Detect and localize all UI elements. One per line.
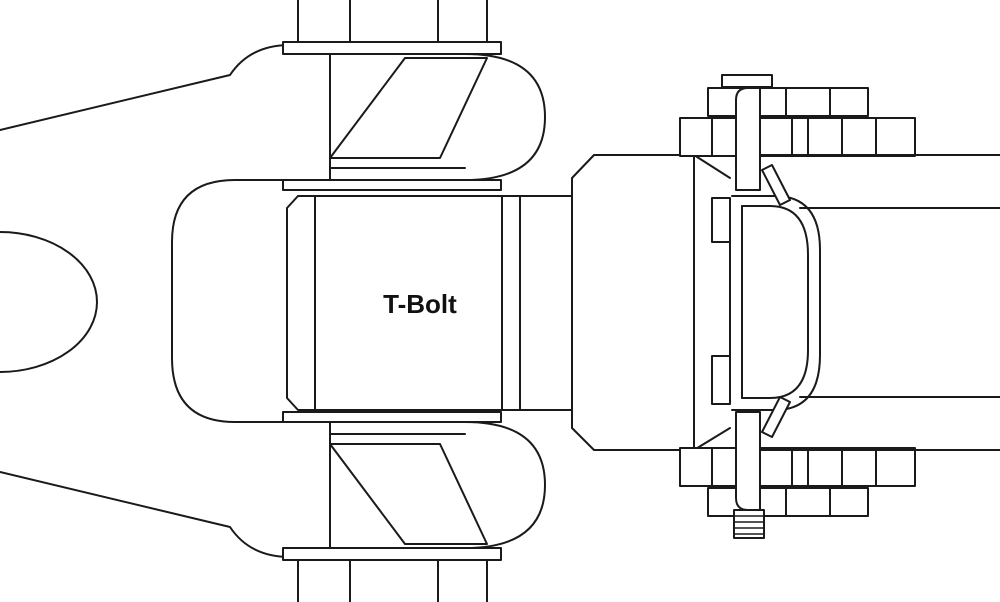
retaining-strap (711, 87, 821, 511)
top-hex-nut (679, 74, 916, 157)
threaded-stud (733, 509, 765, 539)
top-clevis-arm (282, 53, 546, 191)
top-pin-nut (282, 0, 502, 55)
cone-collar (571, 154, 731, 451)
bottom-hex-nut (679, 447, 916, 517)
bottom-pin-nut (282, 547, 502, 602)
bottom-clevis-arm (282, 411, 546, 549)
t-bolt-label: T-Bolt (383, 289, 457, 319)
cable-tube (759, 154, 1000, 451)
